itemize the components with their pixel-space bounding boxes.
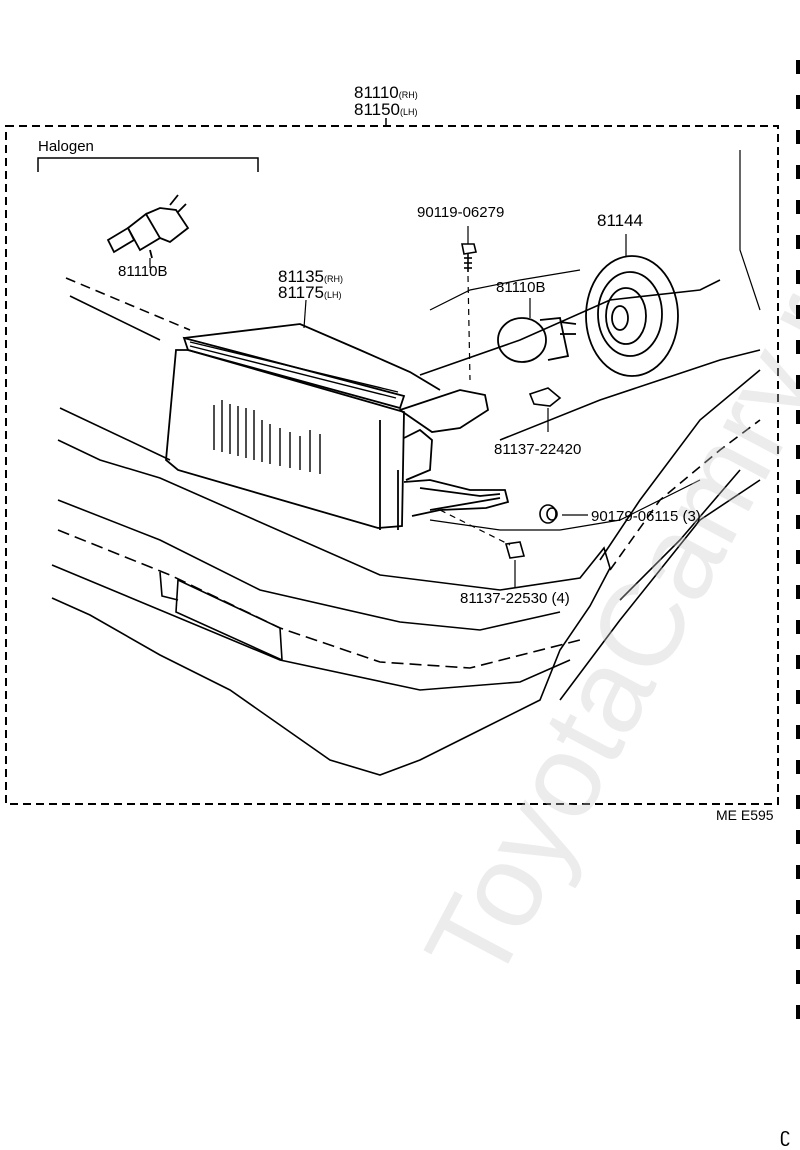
assembly-label-rh: 81110(RH): [354, 83, 418, 102]
halogen-label: Halogen: [38, 138, 94, 155]
halogen-bracket: [37, 157, 259, 172]
bulb-label: 81110B: [496, 279, 546, 296]
assembly-label-lh: 81150(LH): [354, 100, 418, 119]
halogen-bulb-drawing: [106, 194, 190, 268]
socket-cover-label: 81144: [597, 211, 644, 230]
clip-label: 81137-22420: [494, 441, 582, 458]
bolt-drawing: [461, 226, 477, 381]
lens-pattern: [189, 341, 399, 474]
figure-code: ME E595: [716, 807, 774, 823]
car-body-lines: [51, 150, 761, 776]
nut-drawing: [539, 504, 588, 524]
retainer-label: 81137-22530 (4): [460, 590, 570, 607]
retainer-drawing: [439, 509, 526, 588]
assembly-frame: [5, 125, 779, 805]
housing-label-lh: 81175(LH): [278, 283, 342, 302]
halogen-bulb-label: 81110B: [118, 263, 168, 280]
headlamp-housing: [165, 323, 510, 530]
nut-label: 90179-06115 (3): [591, 508, 701, 525]
bolt-label: 90119-06279: [417, 204, 505, 221]
socket-cover-drawing: [585, 234, 679, 377]
corner-mark-icon: ʗ: [780, 1125, 790, 1147]
bulb-drawing: [497, 298, 577, 363]
clip-drawing: [528, 387, 562, 432]
housing-label-rh: 81135(RH): [278, 267, 344, 286]
